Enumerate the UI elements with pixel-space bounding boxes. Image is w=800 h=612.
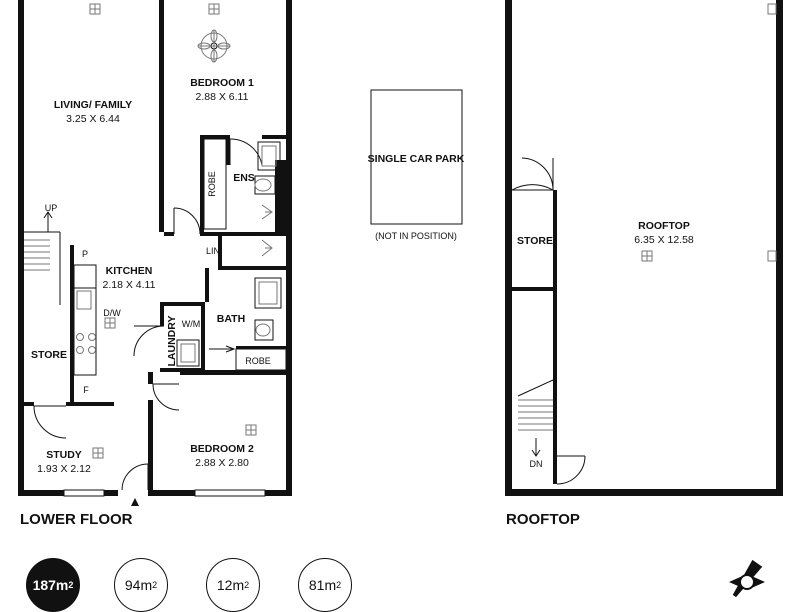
area-lower-unit: 2 bbox=[152, 580, 158, 590]
area-lower-value: 94m bbox=[124, 577, 153, 593]
lower-floor-plan: LIVING/ FAMILY 3.25 X 6.44 BEDROOM 1 2.8… bbox=[18, 0, 292, 528]
stairs-down-label: DN bbox=[530, 459, 543, 469]
kitchen-dims: 2.18 X 4.11 bbox=[103, 279, 156, 291]
lin-name: LIN bbox=[206, 246, 220, 256]
stairs-down bbox=[517, 379, 554, 457]
lower-floor-label: LOWER FLOOR bbox=[20, 511, 133, 528]
bedroom1-name: BEDROOM 1 bbox=[190, 77, 254, 89]
light-fixture-icon bbox=[92, 447, 104, 459]
area-total-value: 187m bbox=[32, 577, 69, 593]
stairs-up-label: UP bbox=[45, 203, 58, 213]
study-dims: 1.93 X 2.12 bbox=[37, 463, 91, 475]
bedroom1-dims: 2.88 X 6.11 bbox=[196, 91, 249, 103]
living-dims: 3.25 X 6.44 bbox=[66, 113, 120, 125]
light-fixture-icon bbox=[767, 3, 777, 15]
light-fixture-icon bbox=[89, 3, 101, 15]
light-fixture-icon bbox=[767, 250, 777, 262]
area-rooftop-unit: 2 bbox=[336, 580, 342, 590]
compass-rose-icon bbox=[729, 559, 765, 598]
rooftop-plan: STORE ROOFTOP 6.35 X 12.58 DN ROOFTOP bbox=[505, 0, 783, 528]
dw-label: D/W bbox=[103, 308, 121, 318]
ens-name: ENS bbox=[233, 172, 255, 184]
area-total-unit: 2 bbox=[68, 580, 74, 590]
carpark-note: (NOT IN POSITION) bbox=[375, 231, 457, 241]
car-park: SINGLE CAR PARK (NOT IN POSITION) bbox=[368, 89, 465, 241]
area-carpark-unit: 2 bbox=[244, 580, 250, 590]
robe2-name: ROBE bbox=[245, 356, 271, 366]
robe1-name: ROBE bbox=[207, 171, 217, 197]
study-name: STUDY bbox=[46, 449, 82, 461]
rooftop-floor-label: ROOFTOP bbox=[506, 511, 580, 528]
light-fixture-icon bbox=[641, 250, 653, 262]
fridge-label: F bbox=[83, 385, 89, 395]
ceiling-fan-icon bbox=[197, 29, 231, 63]
bath-name: BATH bbox=[217, 313, 245, 325]
kitchen-name: KITCHEN bbox=[106, 265, 153, 277]
store-lower-name: STORE bbox=[31, 349, 67, 361]
wm-label: W/M bbox=[182, 319, 201, 329]
rooftop-dims: 6.35 X 12.58 bbox=[634, 234, 694, 246]
pantry-label: P bbox=[82, 249, 88, 259]
bedroom2-name: BEDROOM 2 bbox=[190, 443, 254, 455]
area-carpark-value: 12m bbox=[216, 577, 245, 593]
stairs-up bbox=[24, 211, 61, 305]
light-fixture-icon bbox=[245, 424, 257, 436]
living-name: LIVING/ FAMILY bbox=[54, 99, 132, 111]
store-roof-name: STORE bbox=[517, 235, 553, 247]
bedroom2-dims: 2.88 X 2.80 bbox=[195, 457, 249, 469]
area-rooftop-value: 81m bbox=[308, 577, 337, 593]
light-fixture-icon bbox=[208, 3, 220, 15]
rooftop-name: ROOFTOP bbox=[638, 220, 690, 232]
laundry-name: LAUNDRY bbox=[166, 316, 178, 367]
entry-arrow-icon bbox=[131, 498, 139, 506]
carpark-name: SINGLE CAR PARK bbox=[368, 153, 465, 165]
